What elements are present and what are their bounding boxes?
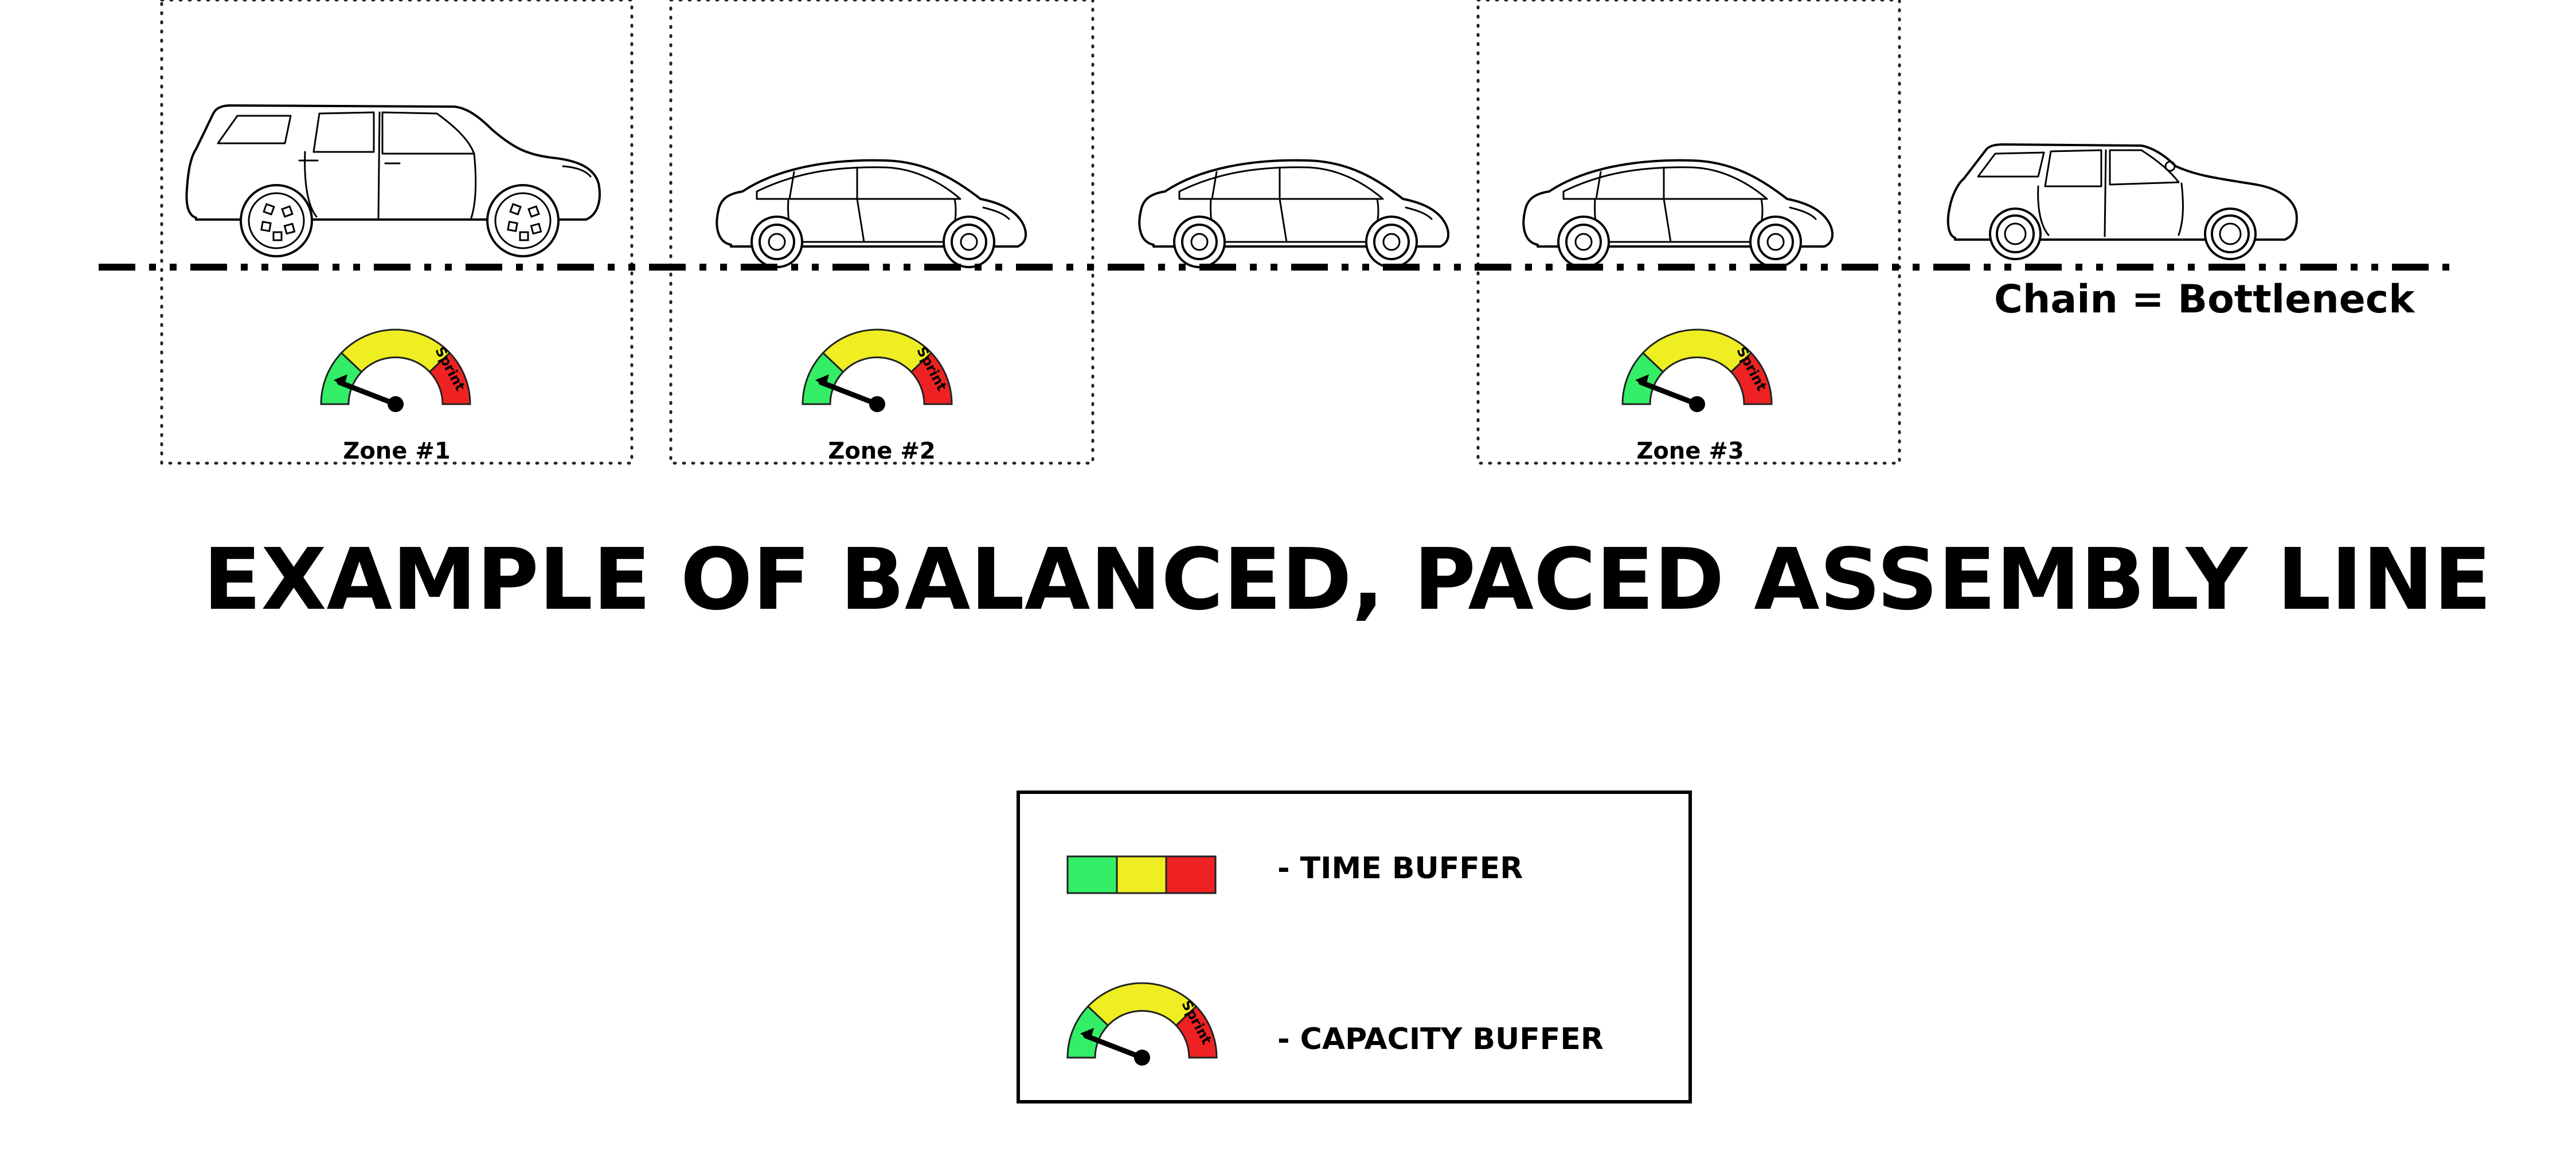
zone-3-gauge: Sprint: [1623, 330, 1772, 412]
chain-label: Chain = Bottleneck: [1994, 277, 2415, 322]
page-title: EXAMPLE OF BALANCED, PACED ASSEMBLY LINE: [203, 530, 2491, 629]
legend-frame: [1017, 791, 1692, 1103]
hatchback-icon: [716, 159, 1027, 268]
hatchback-icon: [1138, 159, 1450, 268]
zone-2-gauge: Sprint: [803, 330, 952, 412]
time-buffer-swatch: [1066, 855, 1217, 894]
zone-3-label: Zone #3: [1636, 438, 1744, 464]
zone-1-label: Zone #1: [343, 438, 450, 464]
suv-icon: [185, 104, 601, 257]
wagon-icon: [1946, 143, 2298, 260]
zone-2-boundary: [669, 0, 1094, 465]
time-buffer-label: - TIME BUFFER: [1277, 851, 1523, 886]
zone-1-gauge: Sprint: [321, 330, 470, 412]
legend: - TIME BUFFER Sprint - CAPACITY BUFFER: [1017, 791, 1692, 1103]
zone-1-boundary: [160, 0, 634, 465]
zone-2-label: Zone #2: [828, 438, 935, 464]
capacity-buffer-label: - CAPACITY BUFFER: [1277, 1022, 1604, 1056]
hatchback-icon: [1522, 159, 1834, 268]
zone-boundaries: [160, 0, 1901, 465]
zone-3-boundary: [1476, 0, 1901, 465]
